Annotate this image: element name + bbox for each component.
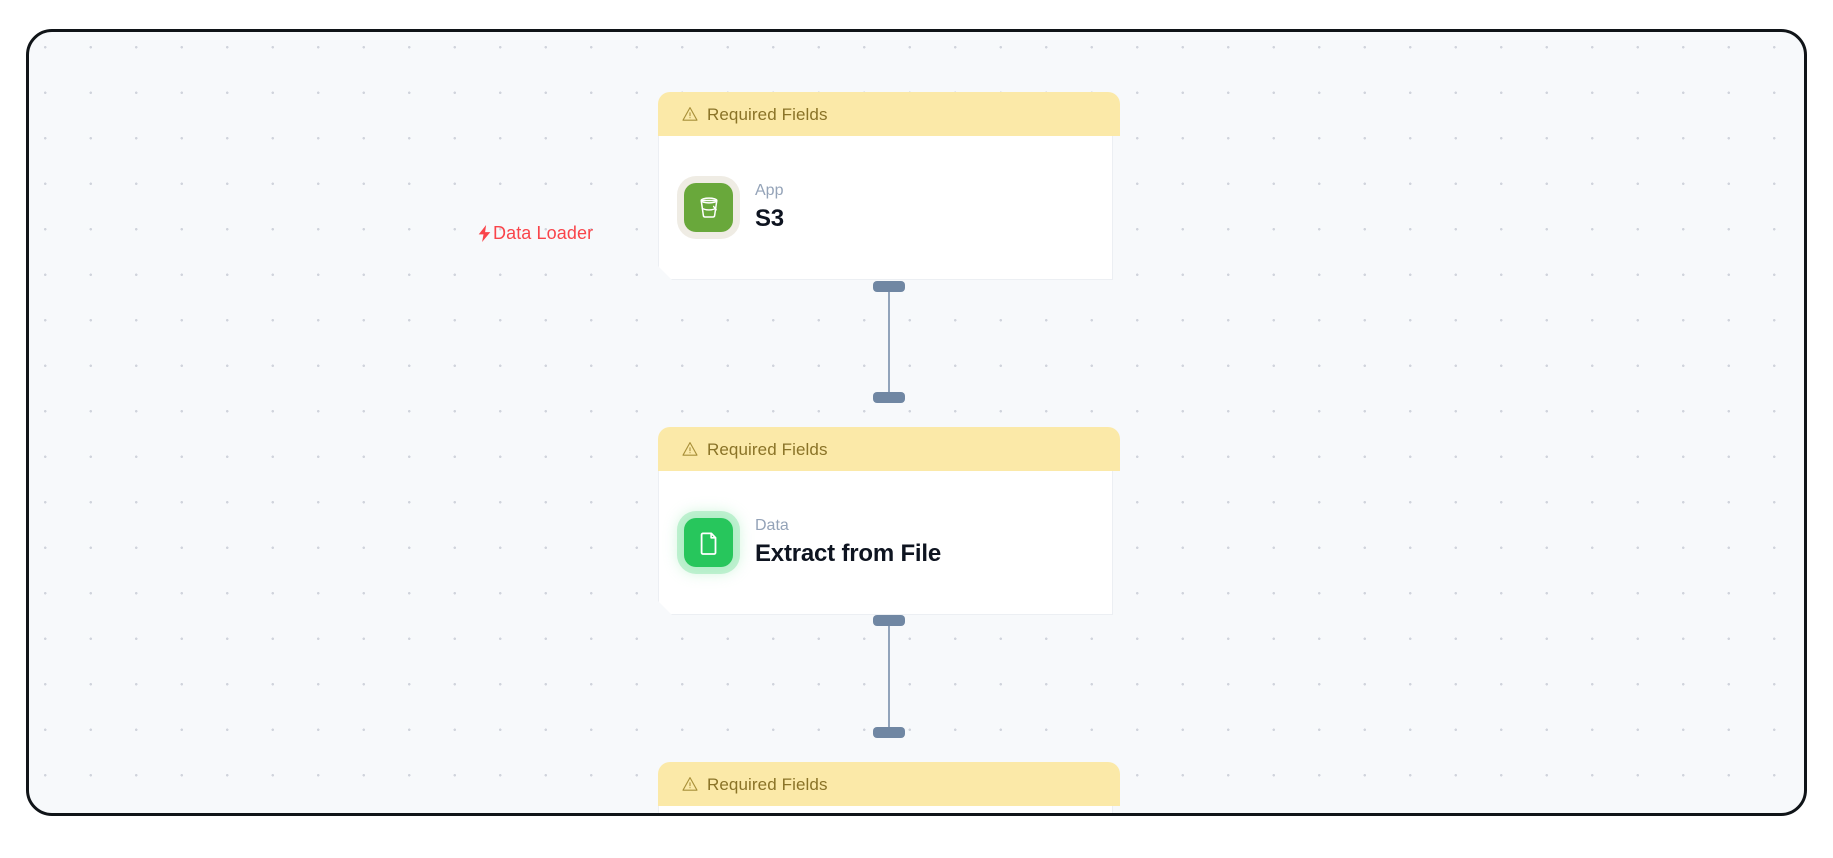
- node-status-label: Required Fields: [707, 439, 828, 459]
- data-loader-label: Data Loader: [493, 223, 594, 243]
- node-s3[interactable]: Required Fields App S3: [658, 92, 1120, 280]
- node-handle-source-extract[interactable]: [873, 615, 905, 626]
- node-handle-source-s3[interactable]: [873, 281, 905, 292]
- node-body[interactable]: Data Extract from File: [658, 471, 1113, 615]
- node-category: Data: [755, 517, 789, 535]
- node-title: Extract from File: [755, 540, 941, 567]
- node-text-block: App S3: [755, 182, 784, 232]
- node-status-label: Required Fields: [707, 104, 828, 124]
- node-body[interactable]: [658, 806, 1113, 816]
- node-status-banner: Required Fields: [658, 92, 1120, 136]
- node-handle-target-extract[interactable]: [873, 392, 905, 403]
- node-category: App: [755, 182, 784, 200]
- node-text-block: Data Extract from File: [755, 517, 941, 567]
- node-status-label: Required Fields: [707, 774, 828, 794]
- edge-s3-to-extract: [888, 288, 890, 398]
- node-third-partial[interactable]: Required Fields: [658, 762, 1120, 816]
- file-document-icon: [684, 518, 733, 567]
- s3-bucket-icon: [684, 183, 733, 232]
- node-title: S3: [755, 205, 784, 232]
- workflow-canvas[interactable]: Data Loader Required Fields: [26, 29, 1807, 816]
- node-status-banner: Required Fields: [658, 762, 1120, 806]
- edge-extract-to-next: [888, 622, 890, 732]
- node-handle-target-next[interactable]: [873, 727, 905, 738]
- node-extract-from-file[interactable]: Required Fields Data Extract from File: [658, 427, 1120, 615]
- node-body[interactable]: App S3: [658, 136, 1113, 280]
- node-status-banner: Required Fields: [658, 427, 1120, 471]
- warning-triangle-icon: [682, 106, 698, 122]
- data-loader-annotation: Data Loader: [477, 224, 593, 242]
- warning-triangle-icon: [682, 776, 698, 792]
- lightning-bolt-icon: [477, 224, 492, 242]
- warning-triangle-icon: [682, 441, 698, 457]
